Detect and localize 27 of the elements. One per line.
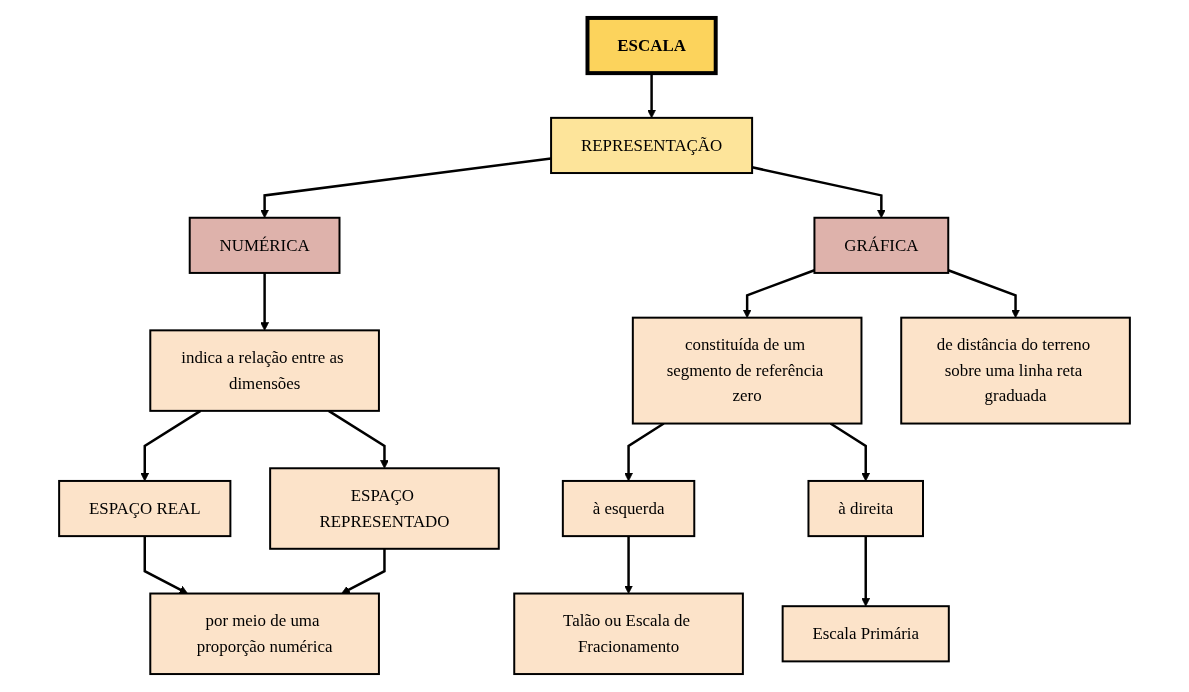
arrow (742, 269, 815, 319)
node-box: à esquerda (561, 479, 696, 538)
arrow (341, 548, 386, 594)
arrow (328, 409, 389, 469)
node-box: indica a relação entre as dimensões (149, 329, 380, 412)
node-box: Talão ou Escala de Fracionamento (513, 592, 744, 676)
arrow (624, 536, 633, 594)
node-box: GRÁFICA (813, 216, 950, 274)
node-box: ESCALA (585, 15, 718, 76)
node-box: ESPAÇO REAL (58, 479, 232, 538)
arrow (647, 73, 656, 119)
node-box: ESPAÇO REPRESENTADO (269, 467, 500, 550)
node-box: constituída de um segmento de referência zero (631, 316, 863, 425)
node-box: por meio de uma proporção numérica (149, 592, 380, 676)
node-box: Escala Primária (781, 605, 950, 663)
arrow (260, 272, 269, 331)
arrow (140, 409, 202, 482)
node-box: à direita (807, 479, 924, 538)
arrow (947, 269, 1020, 319)
arrow (861, 536, 871, 607)
arrow (624, 422, 665, 482)
arrow (143, 536, 188, 594)
node-box: REPRESENTAÇÃO (550, 116, 754, 175)
arrow (260, 157, 552, 219)
arrow (829, 422, 871, 482)
node-box: de distância do terreno sobre uma linha reta graduada (900, 316, 1131, 425)
node-box: NUMÉRICA (188, 216, 341, 274)
